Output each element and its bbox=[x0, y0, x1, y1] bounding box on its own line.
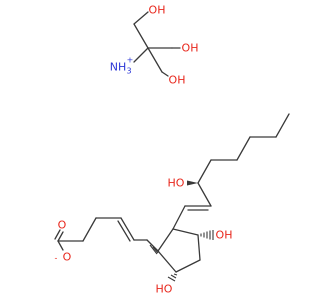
tris-nh3-charge: + bbox=[127, 56, 134, 65]
carboxyl-bond-c-o-bottom bbox=[57, 240, 64, 251]
chain-bond-c6-c5 bbox=[120, 217, 135, 241]
carboxylate-o-top-label: O bbox=[58, 219, 67, 232]
tris-nh3-label: NH bbox=[110, 61, 127, 74]
ring-oh-right-label: OH bbox=[216, 229, 233, 242]
ring-bond-c9-c8 bbox=[157, 250, 177, 273]
chain-bond-c6-c5-double bbox=[117, 220, 131, 242]
ring-oh-bottom-hash bbox=[167, 273, 178, 282]
tris-bond-c-n bbox=[133, 47, 149, 63]
tris-oh-bottom-label: OH bbox=[169, 74, 186, 87]
structure-diagram: OH OH OH NH 3 + HO bbox=[54, 4, 290, 296]
chain-bond-c8-c7 bbox=[146, 239, 159, 252]
carboxylate-charge: - bbox=[55, 254, 58, 263]
ring-c8-chain-hash bbox=[149, 244, 160, 255]
ring-oh-bottom-label: HO bbox=[156, 283, 173, 296]
tris-bond-ch2-o-top bbox=[133, 11, 149, 25]
tris-bond-c-ch2-bottom bbox=[147, 47, 163, 73]
prostaglandin-anion: HO OH HO bbox=[54, 113, 290, 296]
carboxyl-bond-c-o-top-double bbox=[54, 229, 61, 240]
chain-oh-wedge bbox=[187, 180, 198, 186]
tail-bond-3 bbox=[236, 136, 251, 161]
tris-oh-right-label: OH bbox=[182, 42, 199, 55]
ring-bond-c8-c12 bbox=[157, 228, 174, 252]
chain-bond-c13-c12 bbox=[172, 205, 186, 230]
ring-bond-c12-c11 bbox=[172, 228, 199, 236]
ring-oh-right-hash bbox=[200, 230, 214, 240]
tris-cation: OH OH OH NH 3 + bbox=[110, 4, 199, 87]
chain-ho-label: HO bbox=[168, 177, 185, 190]
tris-bond-c-ch2-top bbox=[133, 23, 149, 49]
tris-nh3-subscript: 3 bbox=[126, 67, 131, 76]
chain-bond-c4-c3 bbox=[82, 217, 97, 242]
ring-bond-c10-c9 bbox=[175, 259, 201, 273]
chain-bond-c15-c14 bbox=[197, 182, 212, 207]
tris-oh-top-label: OH bbox=[149, 4, 166, 17]
tris-bond-ch2-o-bottom bbox=[161, 71, 169, 77]
ring-bond-c11-c10 bbox=[197, 234, 201, 261]
tail-bond-5 bbox=[275, 113, 290, 138]
tail-bond-1 bbox=[197, 159, 212, 184]
carboxyl-bond-c-o-top bbox=[57, 231, 64, 242]
carboxylate-o-bottom-label: O bbox=[63, 251, 72, 264]
